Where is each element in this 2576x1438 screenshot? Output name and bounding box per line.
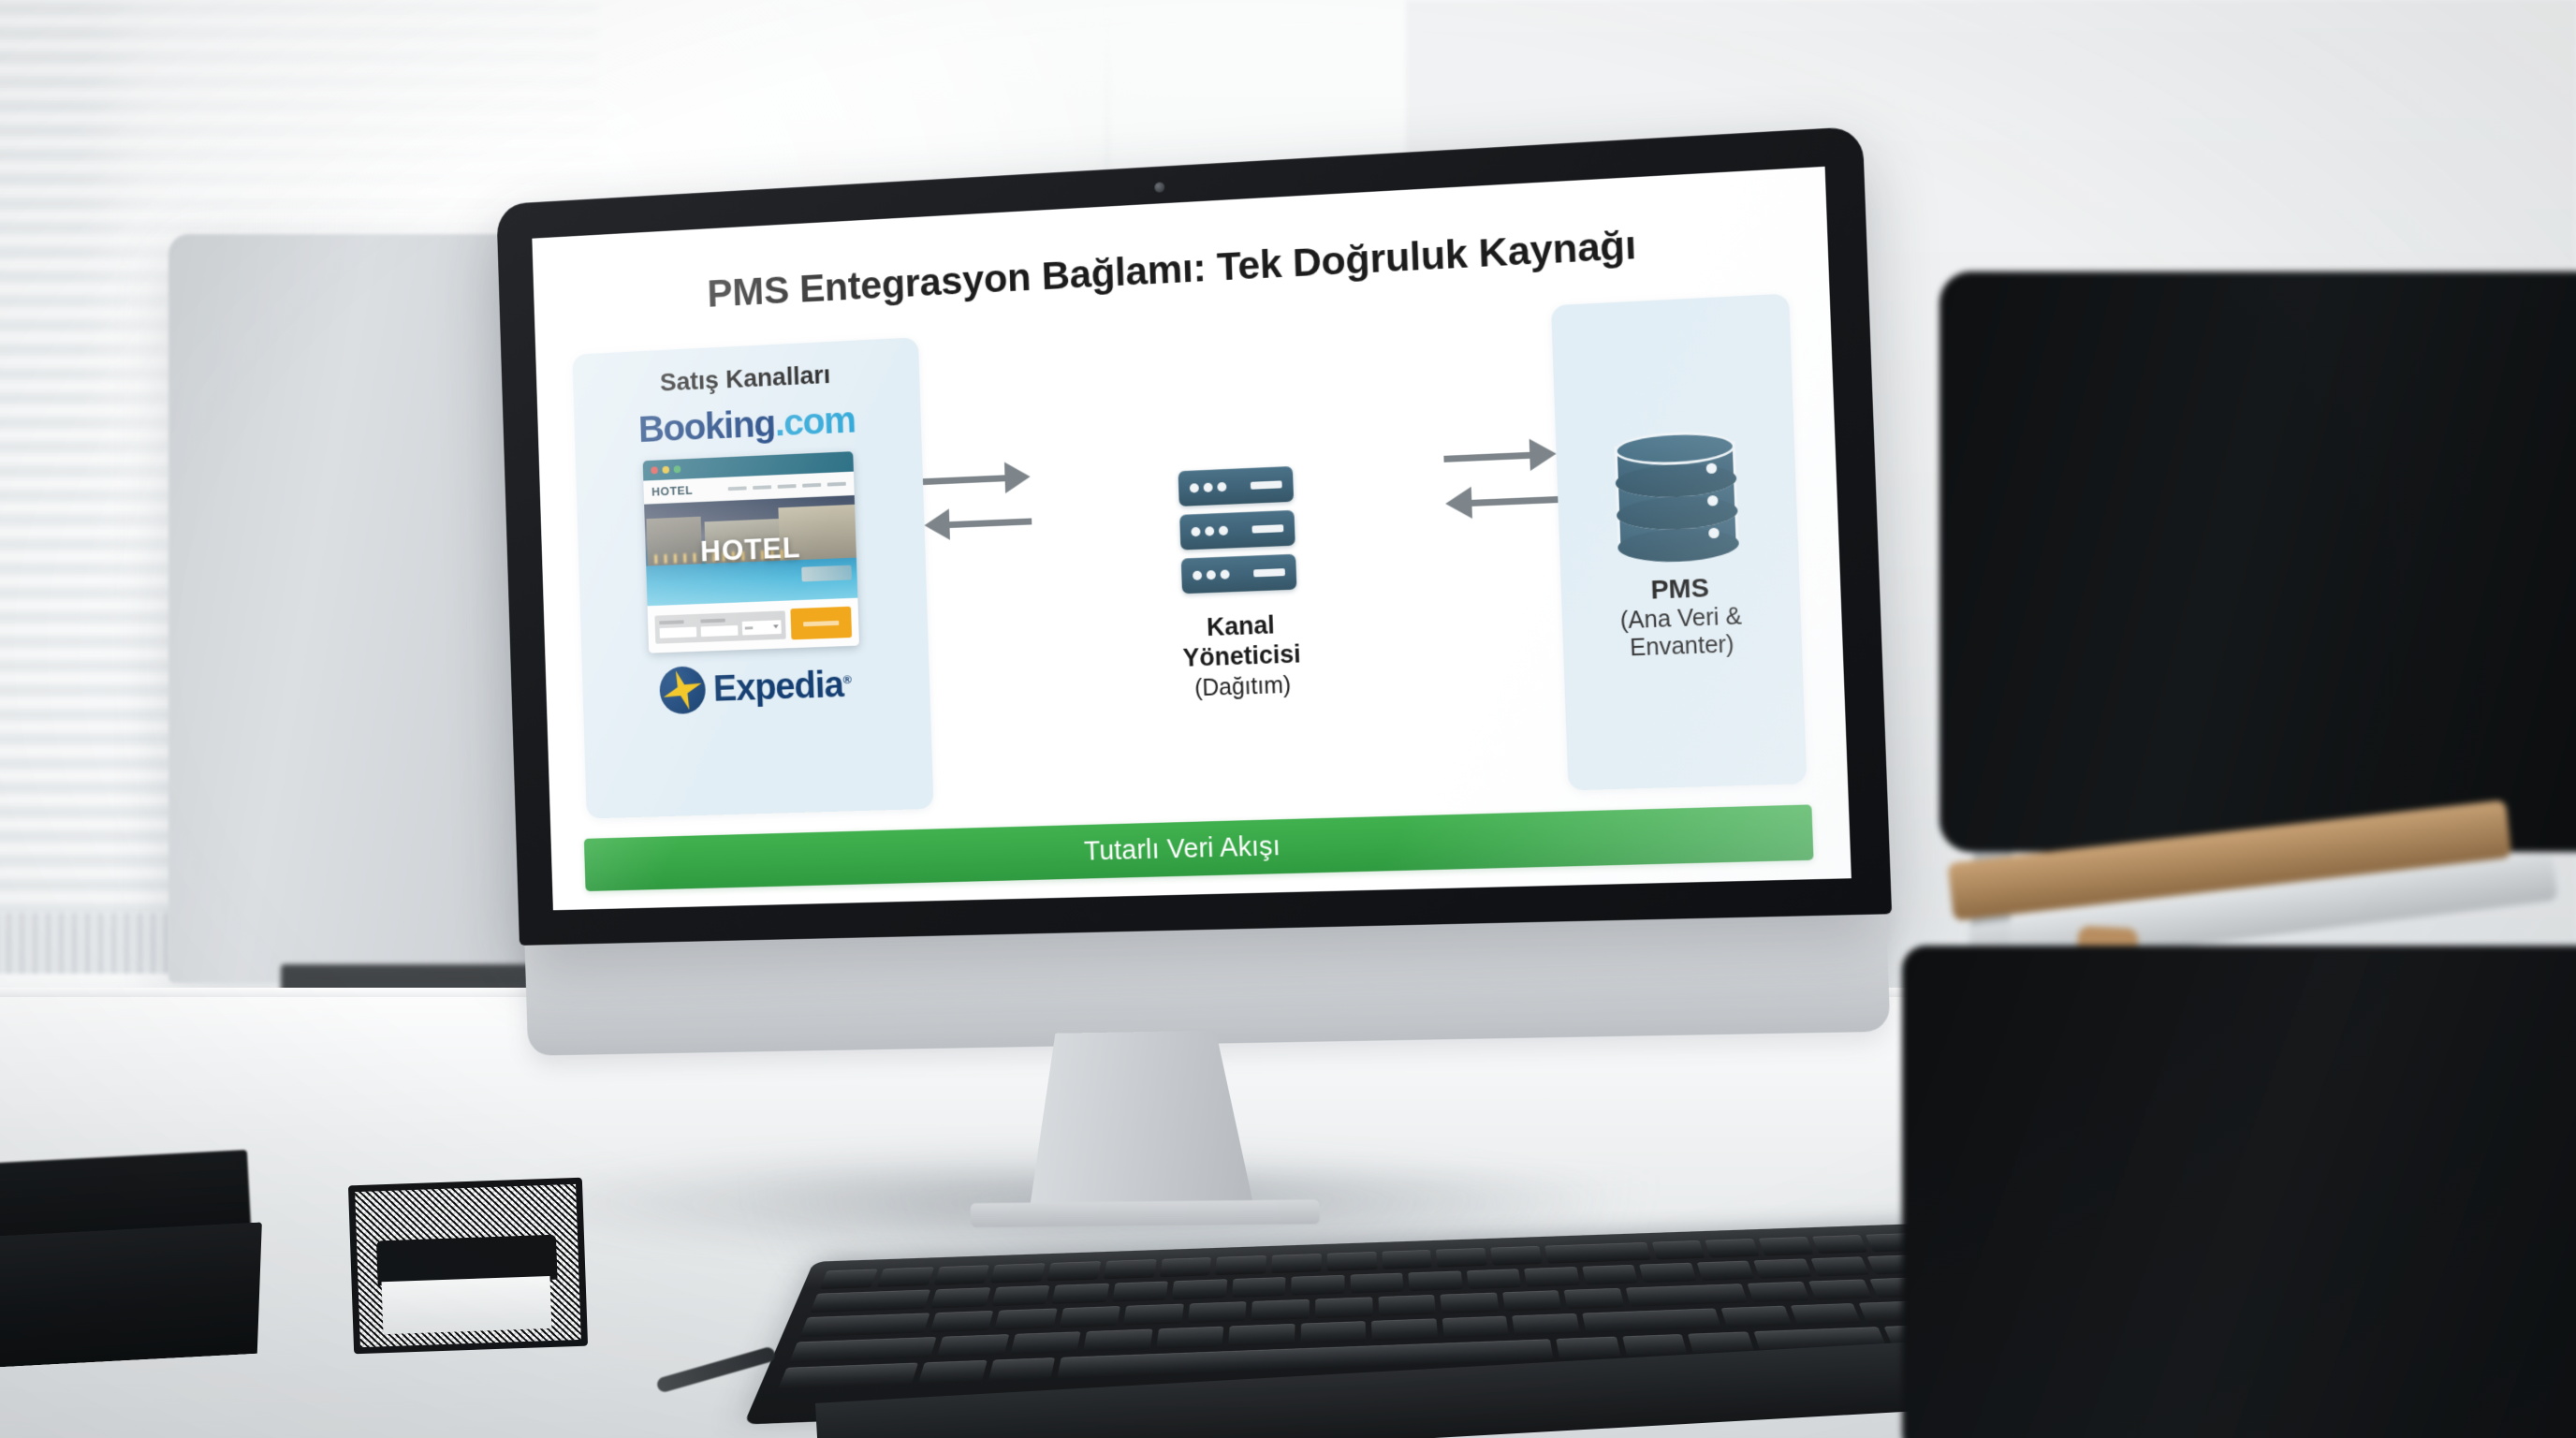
memo-cube-holder	[347, 1177, 589, 1355]
server-bay	[1251, 524, 1284, 534]
guests-value	[744, 625, 754, 630]
database-disc-upper	[1614, 430, 1737, 500]
server-unit	[1180, 553, 1297, 594]
hotel-site-nav-links	[727, 481, 846, 491]
hotel-booking-form	[647, 597, 860, 653]
arrow-shaft	[1471, 495, 1559, 506]
nav-link-placeholder	[827, 481, 846, 487]
channel-manager-line1: Kanal	[1206, 610, 1276, 641]
monitor-screen[interactable]: PMS Entegrasyon Bağlamı: Tek Doğruluk Ka…	[532, 166, 1852, 911]
checkout-input[interactable]	[700, 624, 739, 637]
sales-channels-heading: Satış Kanalları	[659, 360, 831, 397]
paper-tray	[0, 1149, 286, 1380]
guests-select[interactable]	[741, 619, 782, 635]
server-leds	[1191, 525, 1229, 537]
checkout-label	[700, 618, 725, 624]
expedia-text: Expedia	[712, 664, 844, 710]
pms-line1: PMS	[1649, 573, 1710, 606]
integration-diagram: Satış Kanalları Booking.com	[569, 293, 1811, 819]
nav-link-placeholder	[753, 484, 772, 490]
minimize-icon	[662, 465, 670, 474]
checkout-field[interactable]	[700, 618, 739, 637]
pms-panel: PMS (Ana Veri & Envanter)	[1550, 293, 1808, 791]
search-button[interactable]	[790, 606, 853, 640]
arrow-head	[923, 508, 950, 541]
monitor-bezel: PMS Entegrasyon Bağlamı: Tek Doğruluk Ka…	[496, 125, 1893, 946]
server-unit	[1179, 509, 1295, 550]
server-stack-icon	[1178, 465, 1297, 594]
paper-tray-lower	[0, 1222, 269, 1368]
data-flow-banner-label: Tutarlı Veri Akışı	[1083, 830, 1281, 867]
channel-manager-line2: Yöneticisi	[1182, 639, 1302, 672]
nav-link-placeholder	[777, 483, 797, 489]
arrow-shaft	[948, 517, 1032, 528]
arrow-right-icon	[922, 461, 1032, 494]
channel-manager-node: Kanal Yöneticisi (Dağıtım)	[1025, 311, 1456, 805]
server-unit	[1178, 465, 1295, 506]
channel-manager-label: Kanal Yöneticisi (Dağıtım)	[1181, 609, 1302, 702]
monitor-stand-foot	[970, 1199, 1320, 1227]
hotel-site-brand: HOTEL	[651, 483, 694, 499]
channel-manager-line3: (Dağıtım)	[1193, 671, 1292, 701]
booking-wordmark: Booking	[637, 402, 776, 450]
expedia-star-icon	[657, 664, 709, 717]
booking-com-suffix: com	[783, 398, 856, 444]
arrow-shaft	[1443, 451, 1531, 462]
sales-channels-panel: Satış Kanalları Booking.com	[572, 337, 934, 819]
arrow-right-icon	[1443, 437, 1558, 471]
pms-line2: (Ana Veri &	[1619, 602, 1743, 634]
chair-seat	[1902, 946, 2576, 1438]
server-bay	[1250, 480, 1282, 490]
memo-paper-block	[381, 1275, 552, 1335]
arrows-channels-to-manager	[922, 461, 1032, 541]
arrow-head	[1529, 437, 1558, 471]
data-flow-banner: Tutarlı Veri Akışı	[583, 804, 1814, 892]
desktop-monitor: PMS Entegrasyon Bağlamı: Tek Doğruluk Ka…	[496, 125, 1898, 1227]
checkin-input[interactable]	[659, 626, 697, 638]
maximize-icon	[673, 465, 681, 474]
server-bay	[1253, 568, 1285, 578]
close-icon	[651, 466, 659, 475]
arrow-left-icon	[923, 508, 1032, 541]
registered-trademark-icon: ®	[842, 671, 851, 686]
expedia-logo: Expedia®	[659, 661, 852, 715]
monitor-stand-neck	[1019, 1030, 1254, 1211]
hotel-hero-image: HOTEL	[644, 495, 858, 607]
presentation-slide: PMS Entegrasyon Bağlamı: Tek Doğruluk Ka…	[532, 167, 1852, 910]
arrow-head	[1003, 461, 1032, 494]
checkin-field[interactable]	[659, 619, 697, 638]
booking-com-logo: Booking.com	[637, 398, 856, 450]
chevron-down-icon	[772, 624, 779, 629]
nav-link-placeholder	[727, 485, 747, 491]
nav-link-placeholder	[802, 482, 822, 488]
chair-backrest	[1939, 271, 2576, 852]
hotel-website-mockup: HOTEL	[642, 451, 860, 653]
webcam-icon	[1154, 182, 1165, 193]
pms-line3: Envanter)	[1629, 631, 1735, 662]
arrow-head	[1444, 486, 1472, 521]
database-cylinder-icon	[1614, 426, 1740, 565]
arrow-shaft	[922, 474, 1006, 485]
arrows-manager-to-pms	[1443, 437, 1559, 521]
server-leds	[1192, 569, 1230, 580]
hero-sun-loungers	[801, 565, 852, 582]
server-leds	[1189, 481, 1227, 493]
pms-label: PMS (Ana Veri & Envanter)	[1618, 571, 1743, 663]
expedia-globe-icon	[659, 666, 706, 714]
arrow-left-icon	[1444, 486, 1559, 521]
booking-form-fields	[654, 609, 786, 644]
search-button-label	[803, 620, 840, 626]
office-chair	[1846, 271, 2576, 1438]
checkin-label	[659, 619, 684, 624]
expedia-wordmark: Expedia®	[712, 664, 851, 710]
